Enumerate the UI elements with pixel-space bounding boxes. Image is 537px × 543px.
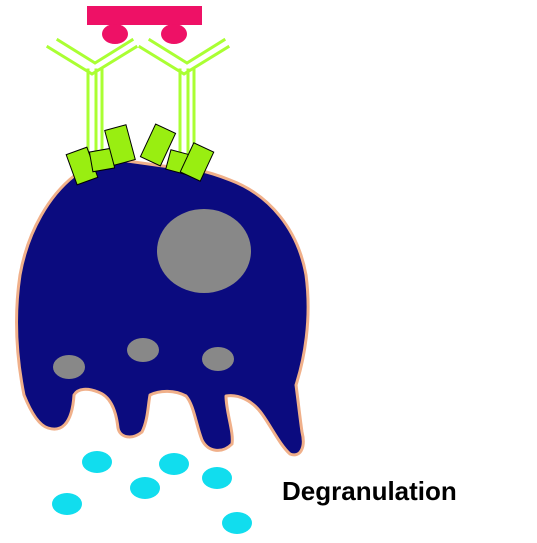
cell-body [17, 160, 309, 455]
internal-granule [202, 347, 234, 371]
released-granule [82, 451, 112, 473]
released-granule [222, 512, 252, 534]
antigen [87, 6, 202, 44]
antigen-lobe-left [102, 24, 128, 44]
mast-cell [17, 160, 309, 455]
nucleus [157, 209, 251, 293]
antibodies [48, 40, 228, 160]
released-granule [130, 477, 160, 499]
released-granule [159, 453, 189, 475]
antigen-lobe-right [161, 24, 187, 44]
internal-granule [127, 338, 159, 362]
internal-granule [53, 355, 85, 379]
released-granule [52, 493, 82, 515]
released-granule [202, 467, 232, 489]
antigen-bar [87, 6, 202, 25]
released-granules [52, 451, 252, 534]
caption-degranulation: Degranulation [282, 476, 457, 507]
